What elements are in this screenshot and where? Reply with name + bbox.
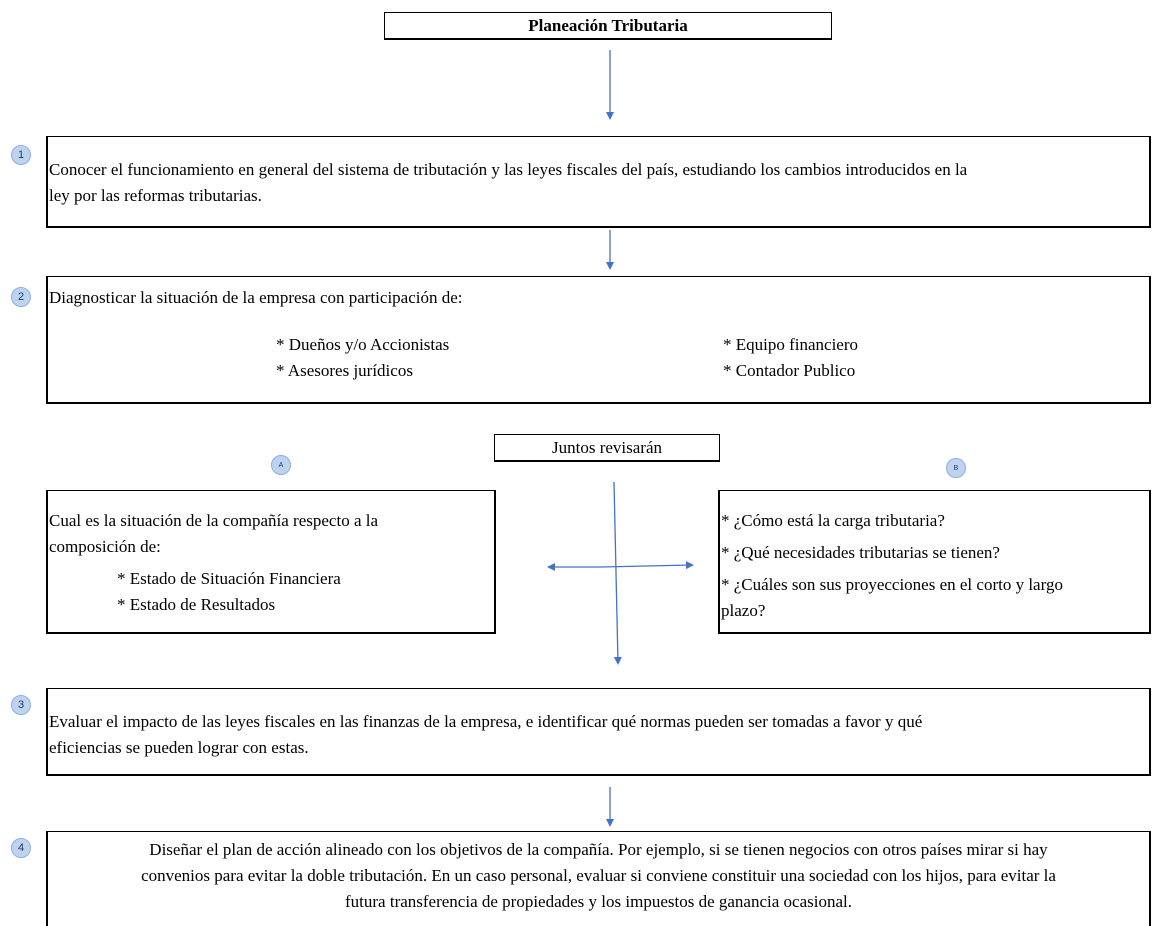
box-b-q3: * ¿Cuáles son sus proyecciones en el cor…	[721, 575, 1063, 594]
participant-owners: * Dueños y/o Accionistas	[276, 335, 450, 354]
title-box	[384, 12, 832, 40]
step1-badge: 1	[11, 145, 31, 165]
step2-box	[46, 276, 1151, 404]
box-b-q3-cont: plazo?	[721, 601, 766, 620]
box-b-badge: B	[946, 458, 966, 478]
step4-box	[46, 831, 1151, 926]
step3-text-line2: eficiencias se pueden lograr con estas.	[49, 738, 309, 757]
box-a-item1: * Estado de Situación Financiera	[117, 569, 341, 588]
step2-intro: Diagnosticar la situación de la empresa …	[49, 288, 463, 307]
box-a-line1: Cual es la situación de la compañía resp…	[49, 511, 379, 530]
box-a	[46, 490, 496, 634]
participant-legal-advisors: * Asesores jurídicos	[276, 361, 413, 380]
step4-text-line3: futura transferencia de propiedades y lo…	[345, 892, 852, 911]
step1-text-line2: ley por las reformas tributarias.	[49, 186, 262, 205]
together-label: Juntos revisarán	[551, 438, 662, 457]
box-a-line2: composición de:	[49, 537, 161, 556]
participant-accountant: * Contador Publico	[723, 361, 856, 380]
step1-text-line1: Conocer el funcionamiento en general del…	[49, 160, 968, 179]
step1-box	[46, 136, 1151, 228]
step2-badge: 2	[11, 287, 31, 307]
box-b-q1: * ¿Cómo está la carga tributaria?	[721, 511, 945, 530]
arrow-to-right-box	[599, 561, 694, 570]
step3-badge: 3	[11, 695, 31, 715]
box-b-q2: * ¿Qué necesidades tributarias se tienen…	[721, 543, 1000, 562]
step4-text-line2: convenios para evitar la doble tributaci…	[141, 866, 1056, 885]
participant-finance-team: * Equipo financiero	[723, 335, 859, 354]
step3-text-line1: Evaluar el impacto de las leyes fiscales…	[49, 712, 923, 731]
together-box	[494, 434, 720, 462]
page-title: Planeación Tributaria	[528, 16, 688, 35]
arrow-vertical-to-step3	[613, 481, 622, 665]
step4-text-line1: Diseñar el plan de acción alineado con l…	[149, 840, 1048, 859]
box-a-item2: * Estado de Resultados	[117, 595, 276, 614]
box-b	[718, 490, 1151, 634]
step4-badge: 4	[11, 838, 31, 858]
step3-box	[46, 688, 1151, 776]
box-a-badge: A	[271, 455, 291, 475]
